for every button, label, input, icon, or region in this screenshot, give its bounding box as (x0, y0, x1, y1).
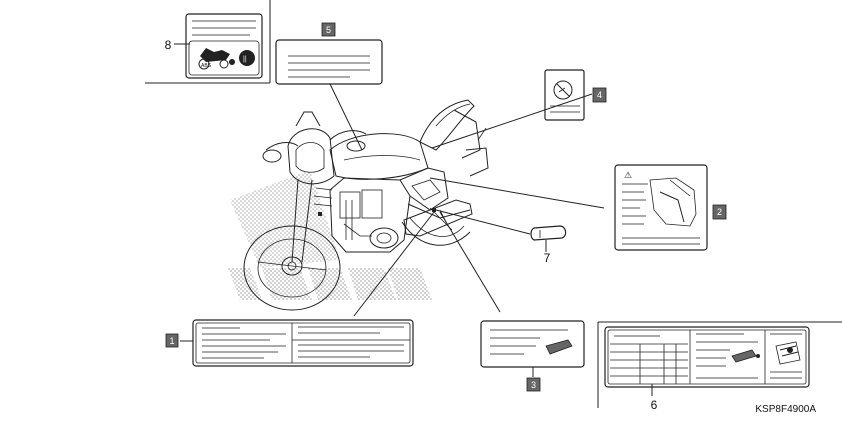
warning-icon: ⚠ (624, 170, 632, 180)
label-5 (275, 39, 383, 85)
callout-3: 3 (526, 377, 541, 392)
callout-5: 5 (321, 22, 336, 37)
svg-text:1: 1 (169, 336, 174, 346)
label-7 (530, 225, 567, 252)
callout-1: 1 (165, 333, 179, 348)
label-4 (544, 69, 585, 121)
label-8-panel: ABS || (145, 0, 271, 84)
svg-text:5: 5 (326, 25, 331, 35)
motorcycle-illustration (228, 99, 489, 311)
svg-text:3: 3 (531, 380, 536, 390)
label-2 (614, 164, 708, 251)
svg-text:||: || (243, 56, 247, 63)
label-6-panel (597, 321, 842, 408)
svg-text:4: 4 (597, 90, 602, 100)
callout-7: 7 (544, 251, 551, 265)
callout-8: 8 (165, 38, 172, 52)
svg-text:ABS: ABS (201, 63, 212, 69)
label-3 (480, 320, 585, 377)
callout-2: 2 (712, 204, 727, 220)
callout-6: 6 (651, 398, 658, 412)
rear-wheel (401, 217, 471, 246)
callout-4: 4 (592, 87, 607, 103)
leader-lines (174, 43, 605, 342)
figure-code: KSP8F4900A (755, 404, 816, 415)
honda-tank-logo (228, 170, 432, 300)
svg-text:2: 2 (717, 207, 722, 217)
label-1 (192, 319, 414, 367)
